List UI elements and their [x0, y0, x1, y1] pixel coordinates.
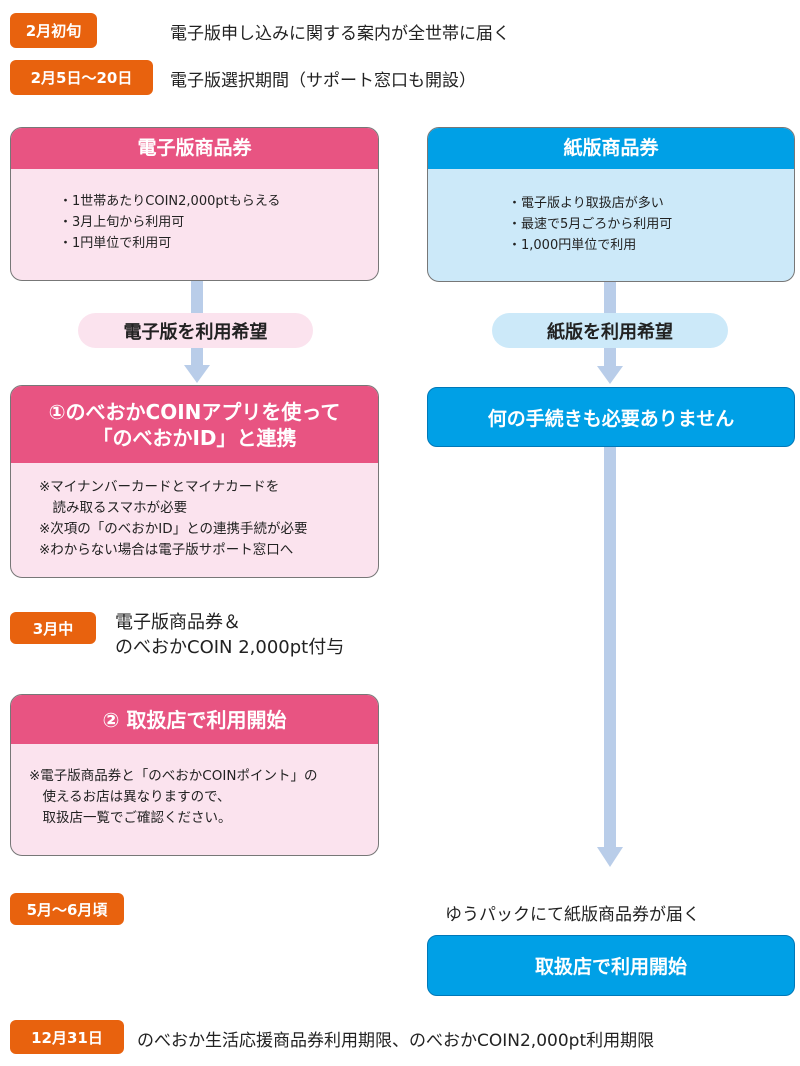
- note: ※マイナンバーカードとマイナカードを: [39, 479, 280, 495]
- list-item: ・電子版より取扱店が多い: [508, 196, 664, 211]
- paper-start-box: 取扱店で利用開始: [427, 935, 795, 996]
- no-procedure-box: 何の手続きも必要ありません: [427, 387, 795, 447]
- timeline-text-expiry: のべおか生活応援商品券利用期限、のべおかCOIN2,000pt利用期限: [137, 1031, 655, 1051]
- step2-box: ② 取扱店で利用開始 ※電子版商品券と「のべおかCOINポイント」の 使えるお店…: [10, 694, 379, 856]
- digital-voucher-title: 電子版商品券: [11, 128, 378, 169]
- list-item: ・3月上旬から利用可: [59, 215, 185, 230]
- list-item: ・1,000円単位で利用: [508, 238, 637, 253]
- date-badge-feb-5-20: 2月5日～20日: [10, 60, 153, 95]
- timeline-text-selection-period: 電子版選択期間（サポート窓口も開設）: [170, 71, 476, 91]
- note: ※電子版商品券と「のべおかCOINポイント」の: [29, 768, 318, 784]
- note: ※わからない場合は電子版サポート窓口へ: [39, 542, 294, 558]
- date-badge-early-feb: 2月初旬: [10, 13, 97, 48]
- list-item: ・最速で5月ごろから利用可: [508, 217, 673, 232]
- timeline-text-grant: 電子版商品券＆: [115, 612, 241, 633]
- choice-paper: 紙版を利用希望: [492, 313, 728, 348]
- step1-title-line: 「のべおかID」と連携: [92, 425, 297, 450]
- date-badge-dec-31: 12月31日: [10, 1020, 124, 1054]
- choice-digital: 電子版を利用希望: [78, 313, 313, 348]
- note: 読み取るスマホが必要: [39, 500, 188, 516]
- step1-title-line: ①のべおかCOINアプリを使って: [48, 399, 341, 424]
- date-badge-may-june: 5月～6月頃: [10, 893, 124, 925]
- note: 使えるお店は異なりますので、: [29, 789, 231, 805]
- paper-delivery-text: ゆうパックにて紙版商品券が届く: [445, 905, 700, 925]
- step1-box: ①のべおかCOINアプリを使って 「のべおかID」と連携 ※マイナンバーカードと…: [10, 385, 379, 578]
- note: 取扱店一覧でご確認ください。: [29, 810, 232, 826]
- timeline-text-notice: 電子版申し込みに関する案内が全世帯に届く: [170, 24, 510, 44]
- paper-voucher-title: 紙版商品券: [428, 128, 794, 169]
- step2-title: ② 取扱店で利用開始: [11, 695, 378, 744]
- digital-voucher-box: 電子版商品券 ・1世帯あたりCOIN2,000ptもらえる ・3月上旬から利用可…: [10, 127, 379, 281]
- note: ※次項の「のべおかID」との連携手続が必要: [39, 521, 308, 537]
- list-item: ・1円単位で利用可: [59, 236, 172, 251]
- timeline-text-grant: のべおかCOIN 2,000pt付与: [115, 637, 345, 658]
- list-item: ・1世帯あたりCOIN2,000ptもらえる: [59, 194, 281, 209]
- paper-voucher-box: 紙版商品券 ・電子版より取扱店が多い ・最速で5月ごろから利用可 ・1,000円…: [427, 127, 795, 282]
- date-badge-march: 3月中: [10, 612, 96, 644]
- arrow-paper-to-delivery: [597, 447, 623, 867]
